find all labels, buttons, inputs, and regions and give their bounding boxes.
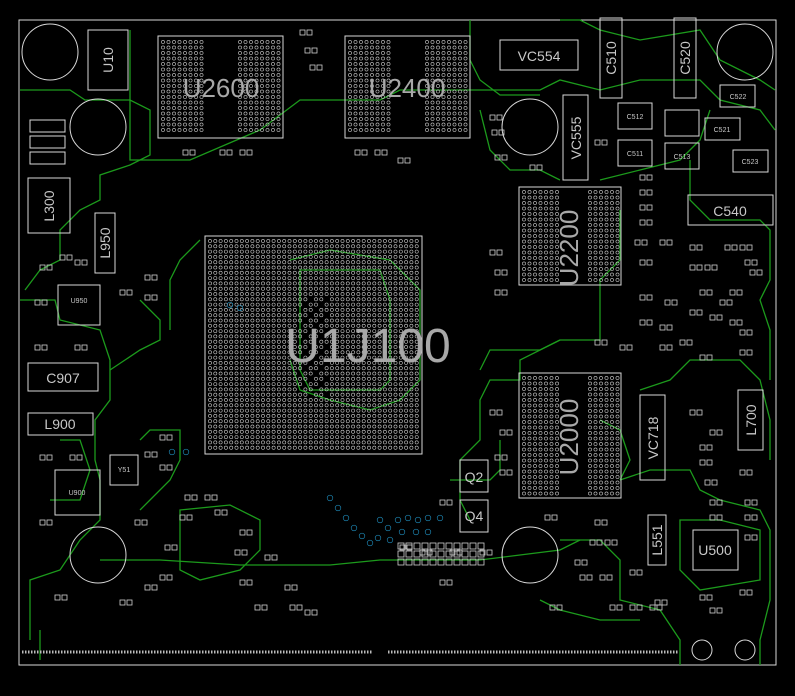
small-components <box>34 29 763 616</box>
label-c540: C540 <box>713 203 747 219</box>
mount-hole <box>69 98 127 156</box>
label-u2600: U2600 <box>183 73 260 103</box>
label-l700: L700 <box>743 404 759 435</box>
bga-u1j100 <box>208 239 419 450</box>
label-q4: Q4 <box>465 508 484 524</box>
label-l300: L300 <box>41 190 57 221</box>
label-vc555: VC555 <box>568 116 584 159</box>
label-c520: C520 <box>677 41 693 75</box>
mount-hole <box>716 23 774 81</box>
label-u500: U500 <box>698 542 732 558</box>
label-u10: U10 <box>100 47 116 73</box>
mount-hole <box>501 98 559 156</box>
label-c907: C907 <box>46 370 80 386</box>
mount-hole <box>734 639 756 661</box>
label-l900: L900 <box>44 416 75 432</box>
mount-hole <box>501 526 559 584</box>
label-u2400: U2400 <box>369 73 446 103</box>
label-c522: C522 <box>730 94 747 101</box>
label-u950: U950 <box>71 298 88 305</box>
label-c521: C521 <box>714 127 731 134</box>
label-u1j100: U1J100 <box>285 320 450 373</box>
bga-u2400 <box>348 40 468 132</box>
bga-u2600 <box>161 40 281 132</box>
via-array <box>168 301 444 547</box>
label-q2: Q2 <box>465 469 484 485</box>
label-c511: C511 <box>627 151 643 158</box>
mount-hole <box>69 526 127 584</box>
mounting-holes <box>21 23 774 661</box>
label-l551: L551 <box>649 524 665 555</box>
label-u2200: U2200 <box>554 210 584 287</box>
label-c513: C513 <box>674 154 691 161</box>
board-outline <box>18 19 777 666</box>
label-c512: C512 <box>627 114 644 121</box>
mount-hole <box>21 23 79 81</box>
mount-hole <box>691 639 713 661</box>
bga-u2200 <box>522 190 620 282</box>
label-vc718: VC718 <box>645 416 661 459</box>
label-y51: Y51 <box>118 467 131 474</box>
label-c523: C523 <box>742 159 759 166</box>
label-c510: C510 <box>603 41 619 75</box>
bga-u2000 <box>522 376 620 496</box>
component-outlines <box>27 17 774 571</box>
label-vc554: VC554 <box>518 48 561 64</box>
label-u2000: U2000 <box>554 399 584 476</box>
label-u900: U900 <box>69 490 86 497</box>
label-l950: L950 <box>97 227 113 258</box>
